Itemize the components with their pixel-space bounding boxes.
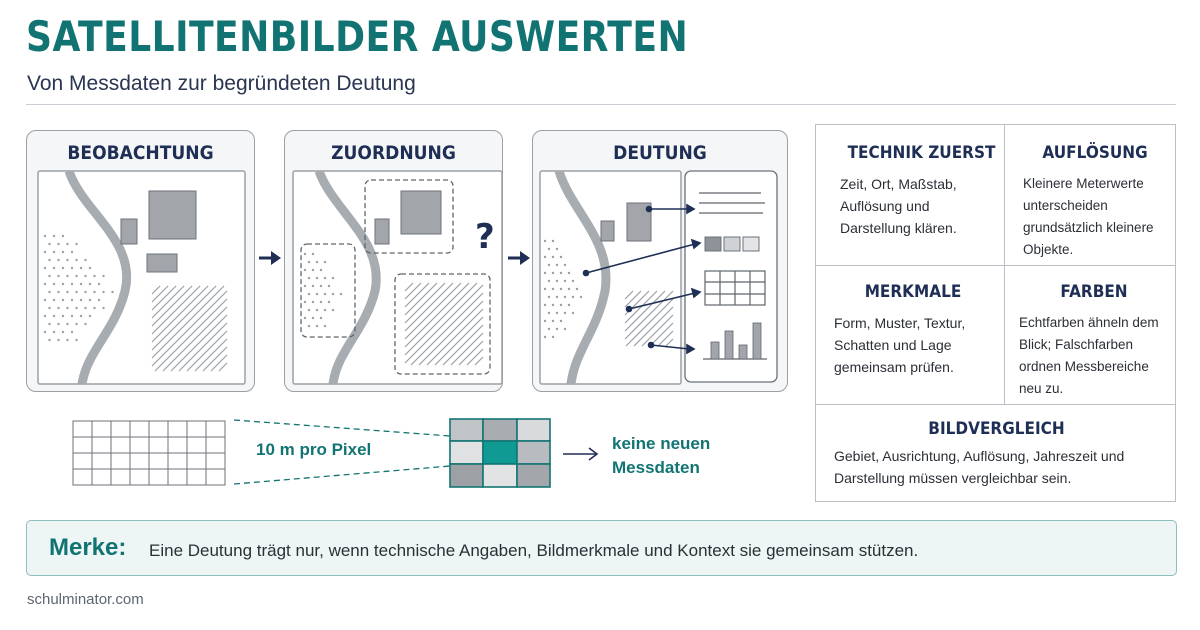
text-lines-icon [699,192,765,214]
merke-label: Merke: [49,534,127,561]
building-flat [146,253,178,273]
pixel-grid-coarse [72,420,226,486]
card-title: AUFLÖSUNG [1042,143,1148,163]
selection-box-hatch [394,273,491,375]
card-text: Gebiet, Ausrichtung, Auflösung, Jahresze… [834,448,1125,486]
resolution-result: keine neuen Messdaten [612,434,711,477]
merke-callout: Merke: Eine Deutung trägt nur, wenn tech… [26,520,1177,576]
info-card-bildvergleich: BILDVERGLEICH Gebiet, Ausrichtung, Auflö… [816,405,1175,501]
bar-chart-icon [703,322,767,360]
info-card-technik: TECHNIK ZUERST Zeit, Ort, Maßstab, Auflö… [816,125,1005,266]
card-title: MERKMALE [864,282,962,302]
step-panel-zuordnung: ZUORDNUNG ? [284,130,503,392]
step-title-beobachtung: BEOBACHTUNG [67,142,214,164]
selection-box-dots [300,243,356,338]
card-text: Echtfarben ähneln dem Blick; Falschfarbe… [1019,315,1159,396]
card-text: Zeit, Ort, Maßstab, Auflösung und Darste… [840,176,957,236]
question-mark-icon: ? [475,217,495,257]
card-text: Form, Muster, Textur, Schatten und Lage … [834,315,966,375]
merke-text: Eine Deutung trägt nur, wenn technische … [149,541,919,560]
header-divider [26,104,1176,105]
table-icon [704,270,766,306]
page-title: SATELLITENBILDER AUSWERTEN [26,12,689,61]
classification-illustration [292,170,503,385]
arrow-right-icon [508,251,530,265]
info-grid: TECHNIK ZUERST Zeit, Ort, Maßstab, Auflö… [815,124,1176,502]
hatch-texture-area [151,285,228,372]
step-title-zuordnung: ZUORDNUNG [331,142,456,164]
building-small [120,218,138,245]
card-text: Kleinere Meterwerte unterscheiden grunds… [1023,176,1154,257]
color-swatches-icon [704,236,760,252]
river-shape [64,171,132,384]
zoom-lines [233,419,451,485]
step-panel-beobachtung: BEOBACHTUNG [26,130,255,392]
arrow-right-icon [259,251,281,265]
card-title: BILDVERGLEICH [928,419,1065,439]
info-card-aufloesung: AUFLÖSUNG Kleinere Meterwerte unterschei… [1005,125,1175,266]
page-subtitle: Von Messdaten zur begründeten Deutung [27,72,416,95]
resolution-label: 10 m pro Pixel [256,440,372,459]
satellite-scene-illustration [37,170,246,385]
step-title-deutung: DEUTUNG [613,142,707,164]
card-title: FARBEN [1060,282,1128,302]
arrow-right-icon [563,447,599,461]
connector-arrows [582,203,702,355]
info-card-merkmale: MERKMALE Form, Muster, Textur, Schatten … [816,266,1005,405]
interpretation-illustration [539,170,778,385]
step-panel-deutung: DEUTUNG [532,130,788,392]
info-card-farben: FARBEN Echtfarben ähneln dem Blick; Fals… [1005,266,1175,405]
building-large [148,190,197,240]
card-title: TECHNIK ZUERST [847,143,996,163]
dot-texture-area [43,234,114,342]
pixel-zoom-block [449,418,551,488]
selection-box-buildings [364,179,454,254]
source-credit: schulminator.com [27,591,144,608]
